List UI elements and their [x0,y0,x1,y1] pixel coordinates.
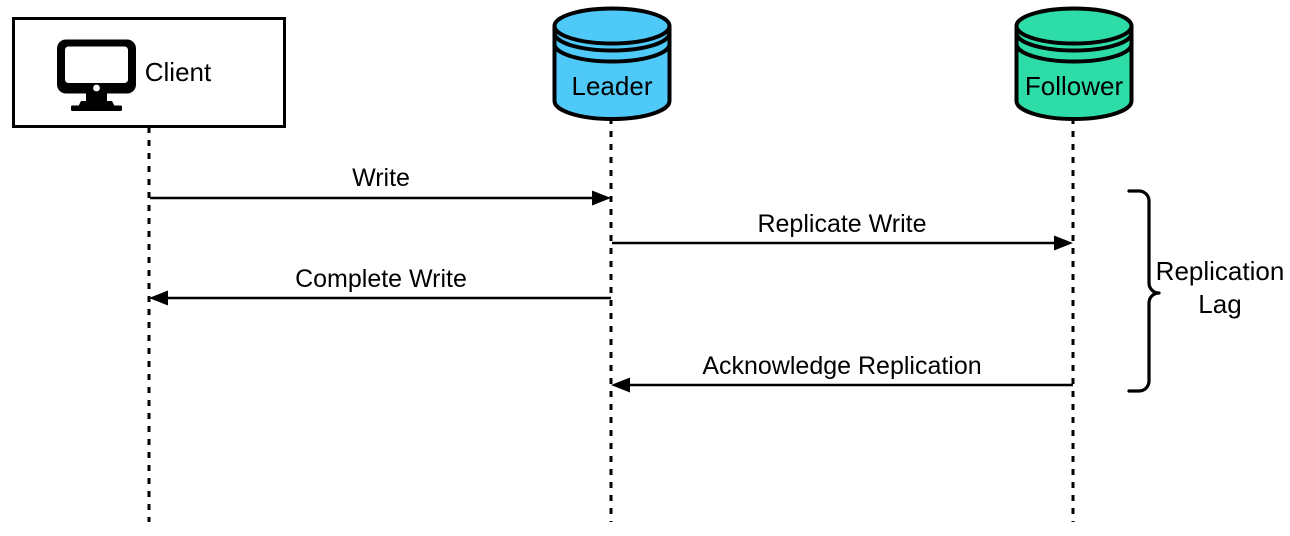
message-write[interactable]: Write [150,164,611,206]
message-acknowledge-replication-arrowhead [611,377,630,393]
message-write-arrowhead [592,190,611,206]
message-complete-write[interactable]: Complete Write [149,265,611,306]
participant-leader[interactable]: Leader [552,6,672,121]
message-replicate-write[interactable]: Replicate Write [612,210,1073,251]
follower-cylinder-top [1014,6,1134,46]
replication-lag-brace-icon [1127,189,1161,393]
message-acknowledge-replication[interactable]: Acknowledge Replication [611,352,1073,393]
leader-cylinder-ridge-2 [552,43,672,64]
monitor-icon [57,39,136,111]
replication-lag-label-line-2: Lag [1198,289,1241,319]
message-complete-write-label: Complete Write [295,265,467,293]
message-replicate-write-label: Replicate Write [757,210,926,238]
client-label: Client [145,57,212,87]
lifelines-group [147,118,1075,522]
replication-lag-label-line-1: Replication [1156,256,1285,286]
message-replicate-write-arrowhead [1054,235,1073,251]
participant-client[interactable]: Client [12,17,286,128]
participant-follower[interactable]: Follower [1014,6,1134,121]
leader-label: Leader [572,71,653,101]
leader-cylinder-ridge-1 [552,32,672,53]
annotation-replication-lag: Replication Lag [1127,189,1285,393]
follower-label: Follower [1025,71,1124,101]
follower-cylinder-ridge-1 [1014,32,1134,53]
message-complete-write-arrowhead [149,290,168,306]
follower-cylinder-ridge-2 [1014,43,1134,64]
message-write-label: Write [352,164,410,192]
message-acknowledge-replication-label: Acknowledge Replication [702,352,981,380]
leader-cylinder-top [552,6,672,46]
